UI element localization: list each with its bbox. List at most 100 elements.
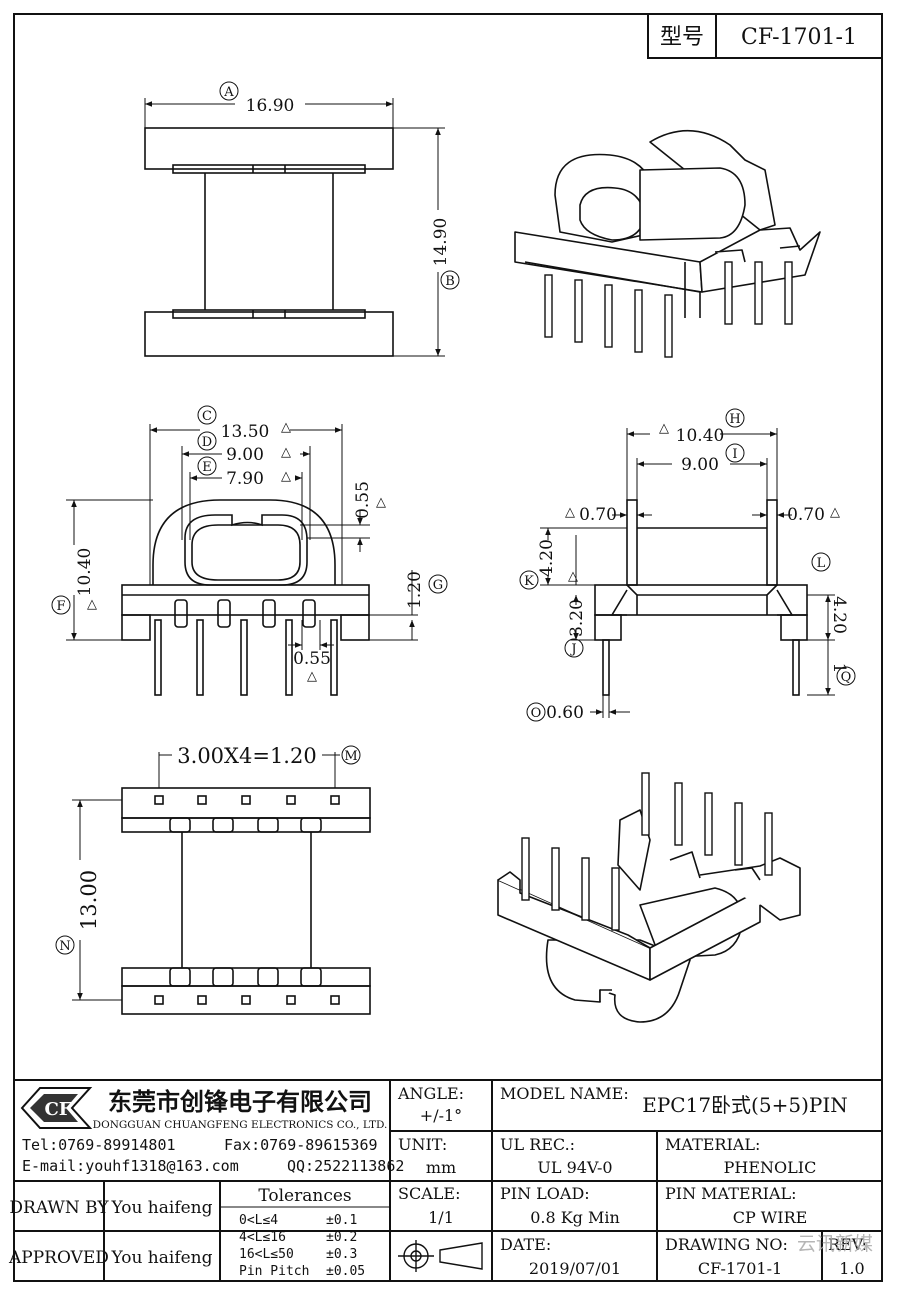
tol-value-4: ±0.05 [326, 1264, 365, 1279]
company-qq: QQ:2522113862 [287, 1157, 404, 1175]
delta-h: △ [659, 421, 669, 436]
side-view [540, 428, 835, 718]
scale-label: SCALE: [398, 1184, 460, 1203]
marker-circle-l [811, 552, 831, 572]
watermark: 云讯新媒 [797, 1233, 873, 1255]
marker-q: Q [841, 670, 852, 685]
company-name-cn: 东莞市创锋电子有限公司 [108, 1087, 372, 1116]
tol-value-2: ±0.2 [326, 1230, 357, 1245]
marker-o: O [531, 706, 542, 721]
isometric-pins-top [544, 261, 793, 358]
dim-h-value: 10.40 [676, 426, 725, 446]
tolerance-table: 0<L≤4 ±0.1 4<L≤16 ±0.2 16<L≤50 ±0.3 Pin … [239, 1213, 365, 1279]
tol-range-1: 0<L≤4 [239, 1213, 278, 1228]
top-view [144, 98, 445, 357]
dim-c-value: 13.50 [221, 422, 270, 442]
company-email: E-mail:youhf1318@163.com [22, 1157, 239, 1175]
company-tel: Tel:0769-89914801 [22, 1136, 176, 1154]
dim-pin-gap: 0.55 [293, 649, 331, 669]
pin-view [72, 752, 371, 1015]
approved-label: APPROVED [8, 1248, 109, 1268]
marker-f: F [56, 599, 65, 614]
angle-label: ANGLE: [397, 1084, 464, 1103]
dim-f-value: 10.40 [75, 548, 95, 597]
dim-i-value: 9.00 [681, 455, 719, 475]
marker-circle-j [564, 638, 584, 658]
pinmat-label: PIN MATERIAL: [665, 1184, 797, 1203]
drawn-by-value: You haifeng [110, 1198, 212, 1218]
delta-c: △ [281, 420, 291, 435]
dim-q-value: 1 [829, 663, 849, 674]
marker-circle-h [725, 408, 745, 428]
marker-circle-g [428, 574, 448, 594]
delta-e: △ [281, 469, 291, 484]
dim-g-value: 1.20 [405, 571, 425, 609]
pinload-label: PIN LOAD: [500, 1184, 590, 1203]
tol-range-3: 16<L≤50 [239, 1247, 294, 1262]
title-block-lines [14, 1079, 882, 1281]
marker-circle-b [440, 270, 460, 290]
marker-d: D [202, 435, 212, 450]
ul-label: UL REC.: [500, 1135, 575, 1154]
model-label: MODEL NAME: [500, 1084, 629, 1103]
date-value: 2019/07/01 [529, 1259, 621, 1278]
rev-label: REV: [828, 1235, 867, 1254]
sheet-border [13, 13, 883, 1282]
delta-d: △ [281, 445, 291, 460]
delta-k: △ [568, 569, 578, 584]
rev-value: 1.0 [839, 1259, 864, 1278]
marker-m: M [344, 749, 357, 764]
marker-circle-e [197, 456, 217, 476]
isometric-pins-bottom [521, 772, 773, 931]
marker-circle-a [219, 81, 239, 101]
tol-range-4: Pin Pitch [239, 1264, 309, 1279]
tolerances-title: Tolerances [258, 1186, 351, 1206]
drawing-no-value: CF-1701-1 [698, 1259, 782, 1278]
top-view-width: 16.90 [246, 96, 295, 116]
marker-circle-c [197, 405, 217, 425]
projection-symbol-icon [398, 1240, 483, 1272]
dim-wall-right: 0.70 [787, 505, 825, 525]
marker-k: K [524, 574, 534, 589]
marker-e: E [202, 460, 212, 475]
drawn-by-label: DRAWN BY [9, 1198, 109, 1218]
marker-a: A [223, 85, 234, 100]
tol-range-2: 4<L≤16 [239, 1230, 286, 1245]
header-part-no: CF-1701-1 [741, 25, 857, 50]
company-logo: CF [20, 1087, 93, 1129]
marker-l: L [817, 556, 826, 571]
dim-j-value: 3.20 [567, 599, 587, 637]
header-type-label: 型号 [660, 25, 704, 50]
unit-label: UNIT: [398, 1135, 447, 1154]
angle-value: +/-1° [420, 1106, 462, 1125]
marker-i: I [732, 447, 737, 462]
ul-value: UL 94V-0 [537, 1158, 612, 1177]
isometric-view-top [514, 129, 821, 318]
tol-value-1: ±0.1 [326, 1213, 357, 1228]
pitch-text: 3.00X4=1.20 [177, 744, 316, 768]
marker-circle-i [725, 443, 745, 463]
marker-c: C [202, 409, 212, 424]
dim-gap-top: 0.55 [353, 481, 373, 519]
delta-wall-left: △ [565, 505, 575, 520]
material-label: MATERIAL: [665, 1135, 760, 1154]
marker-b: B [445, 274, 455, 289]
marker-circle-q [836, 666, 856, 686]
unit-value: mm [426, 1158, 456, 1177]
marker-circle-f [51, 595, 71, 615]
pinload-value: 0.8 Kg Min [530, 1208, 620, 1227]
delta-pin-gap: △ [307, 669, 317, 684]
dim-n-value: 13.00 [77, 870, 101, 930]
material-value: PHENOLIC [724, 1158, 817, 1177]
delta-wall-right: △ [830, 505, 840, 520]
marker-g: G [433, 578, 443, 593]
dim-e-value: 7.90 [226, 469, 264, 489]
scale-value: 1/1 [428, 1208, 454, 1227]
marker-circle-o [526, 702, 546, 722]
logo-text: CF [44, 1099, 71, 1120]
pinmat-value: CP WIRE [733, 1208, 808, 1227]
dim-d-value: 9.00 [226, 445, 264, 465]
isometric-view-bottom [497, 809, 801, 1023]
marker-n: N [59, 939, 70, 954]
